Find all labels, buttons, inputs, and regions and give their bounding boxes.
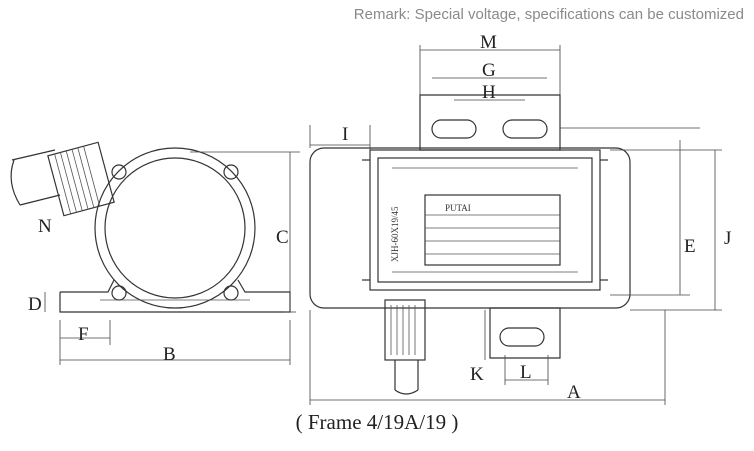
top-view <box>309 45 722 405</box>
label-m: M <box>480 32 497 53</box>
label-e: E <box>684 236 696 257</box>
nameplate-model: XJH-60X19/45 <box>390 206 400 262</box>
label-k: K <box>470 364 484 385</box>
label-j: J <box>724 228 731 249</box>
label-l: L <box>520 362 532 383</box>
label-c: C <box>276 227 289 248</box>
nameplate-brand: PUTAI <box>445 203 471 213</box>
side-view <box>10 141 300 365</box>
label-g: G <box>482 60 496 81</box>
label-b: B <box>163 344 176 365</box>
label-d: D <box>28 294 42 315</box>
label-n: N <box>38 216 52 237</box>
label-i: I <box>342 124 348 145</box>
label-a: A <box>567 382 581 403</box>
figure-caption: ( Frame 4/19A/19 ) <box>295 410 459 434</box>
label-f: F <box>78 324 89 345</box>
remark-text: Remark: Special voltage, specifications … <box>353 6 744 23</box>
label-h: H <box>482 82 496 103</box>
